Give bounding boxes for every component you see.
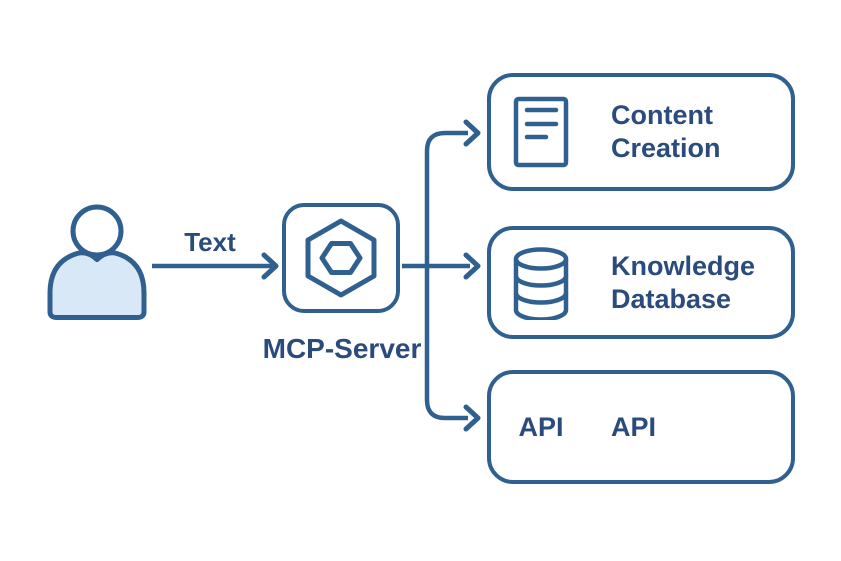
hexagon-outer [305, 218, 377, 298]
person-body [47, 250, 147, 320]
document-icon [512, 96, 570, 168]
label-line: API [611, 411, 657, 442]
api-text-icon: API [518, 411, 564, 442]
hexagon-icon [305, 218, 377, 298]
arrow-branch-top-bottom [424, 130, 468, 421]
mcp-server-label: MCP-Server [262, 333, 422, 364]
label-line: Database [611, 283, 732, 314]
target-node-content-creation: Content Creation [487, 73, 795, 191]
arrowhead-to-content [463, 119, 481, 147]
arrowhead-server-to-knowledge [463, 252, 481, 280]
arrowhead-to-api [463, 404, 481, 432]
target-node-api: API API [487, 370, 795, 484]
target-label-knowledge-database: Knowledge Database [611, 250, 755, 316]
label-line: Knowledge [611, 250, 756, 281]
hexagon-inner [319, 241, 363, 275]
input-text-label: Text [184, 227, 236, 257]
mcp-server-node [282, 203, 400, 313]
target-label-api: API [611, 411, 656, 444]
person-head [70, 204, 124, 258]
arrowhead-user-to-server [261, 252, 279, 280]
label-line: Creation [611, 133, 721, 163]
person-icon [47, 204, 147, 320]
target-label-content-creation: Content Creation [611, 99, 721, 165]
database-icon [512, 246, 570, 320]
target-node-knowledge-database: Knowledge Database [487, 226, 795, 339]
label-line: Content [611, 100, 713, 130]
